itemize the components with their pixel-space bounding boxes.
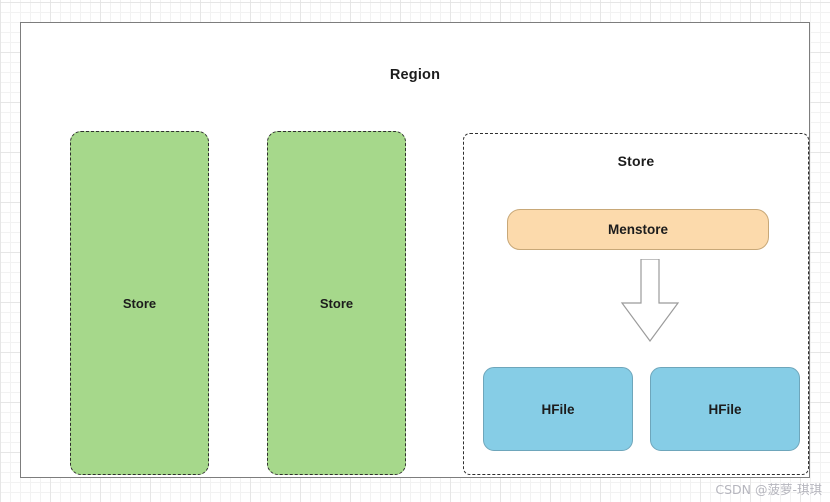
memstore-node: Menstore bbox=[507, 209, 769, 250]
hfile-node-1-label: HFile bbox=[541, 401, 575, 417]
memstore-label: Menstore bbox=[607, 222, 668, 237]
csdn-watermark: CSDN @菠萝-琪琪 bbox=[715, 482, 822, 497]
store-column-2: Store bbox=[267, 131, 406, 475]
hfile-node-2-label: HFile bbox=[708, 401, 742, 417]
region-title: Region bbox=[389, 67, 441, 83]
region-container: Region Store Store Store Menstore HFile … bbox=[20, 22, 810, 478]
hfile-node-2: HFile bbox=[650, 367, 800, 451]
store-detail-title: Store bbox=[617, 153, 655, 169]
store-column-1: Store bbox=[70, 131, 209, 475]
store-detail-container: Store Menstore HFile HFile bbox=[463, 133, 809, 475]
hfile-node-1: HFile bbox=[483, 367, 633, 451]
flush-arrow-icon bbox=[620, 259, 680, 343]
store-column-1-label: Store bbox=[122, 295, 157, 311]
store-column-2-label: Store bbox=[319, 295, 354, 311]
